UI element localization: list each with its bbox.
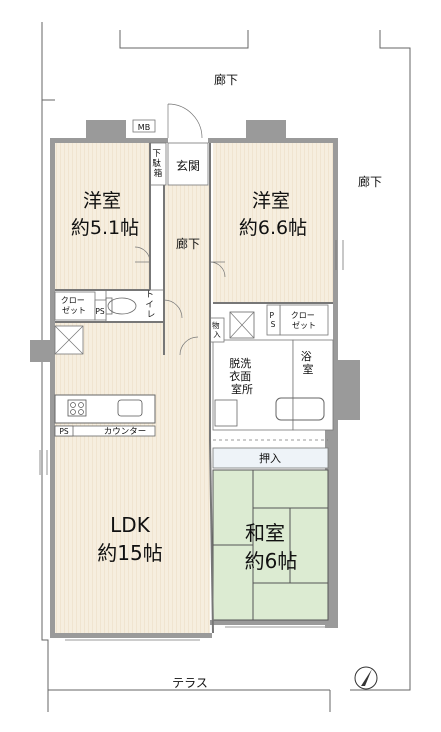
closet-a <box>54 291 96 321</box>
shoe-box-label: 下 駄 箱 <box>152 149 163 179</box>
inner-hall-label: 廊下 <box>176 236 200 251</box>
closet-b-label: クロー ゼット <box>291 311 318 330</box>
washbasin <box>229 311 255 339</box>
oshiire-label: 押入 <box>259 451 281 465</box>
entrance-door-swing <box>167 103 203 139</box>
kitchen-counter <box>54 394 156 424</box>
interior-walls <box>55 143 333 634</box>
dressing-room-floor <box>212 339 294 431</box>
exterior-outlines <box>41 22 411 712</box>
north-arrow-icon <box>354 666 378 690</box>
terrace-label: テラス <box>172 676 208 690</box>
western-room-b-floor <box>213 143 333 303</box>
toilet-label: ト イ レ <box>145 290 156 320</box>
bathroom-floor <box>292 339 334 431</box>
western-room-a-name: 洋室 <box>83 190 121 212</box>
inner-hall-floor <box>164 185 210 355</box>
windows <box>39 240 344 641</box>
ldk-floor <box>55 322 210 633</box>
washitsu-name: 和室 <box>245 521 285 545</box>
stove-icon <box>67 399 87 417</box>
ps-b-box <box>54 425 74 437</box>
entrance-label: 玄関 <box>176 158 200 173</box>
western-room-a-floor <box>55 143 150 290</box>
ps-c-box <box>266 304 281 336</box>
washitsu-size: 約6帖 <box>245 549 298 573</box>
bath-label: 浴 室 <box>301 350 316 376</box>
washing-machine-pan <box>214 399 238 427</box>
western-room-b-name: 洋室 <box>252 190 290 212</box>
ps-a-label: PS <box>95 307 105 316</box>
sink-icon <box>117 399 143 417</box>
ldk-name: LDK <box>110 513 151 537</box>
toilet-bowl <box>107 297 137 315</box>
mb-box <box>132 119 156 133</box>
bathtub <box>275 397 325 421</box>
storage-label: 物 入 <box>212 320 222 339</box>
entrance-floor <box>167 142 209 186</box>
ps-a-box <box>94 299 107 321</box>
mb-label: MB <box>138 123 150 132</box>
door-swings <box>134 246 226 356</box>
counter-label: カウンター <box>104 427 147 437</box>
western-room-b-size: 約6.6帖 <box>239 217 307 239</box>
closet-a-label: クロー ゼット <box>61 296 88 315</box>
closet-b <box>279 304 329 336</box>
western-room-a-size: 約5.1帖 <box>71 217 139 239</box>
corridor-top-label: 廊下 <box>214 72 238 87</box>
corridor-right-label: 廊下 <box>358 174 382 189</box>
dressing-label: 脱洗 衣面 室所 <box>229 356 255 396</box>
ps-c-label: P S <box>270 311 277 329</box>
ldk-size: 約15帖 <box>97 541 162 565</box>
toilet-room-floor <box>105 289 165 323</box>
oshiire-floor <box>212 447 329 469</box>
tatami-mat-lines <box>213 470 328 620</box>
ps-b-label: PS <box>59 427 69 436</box>
